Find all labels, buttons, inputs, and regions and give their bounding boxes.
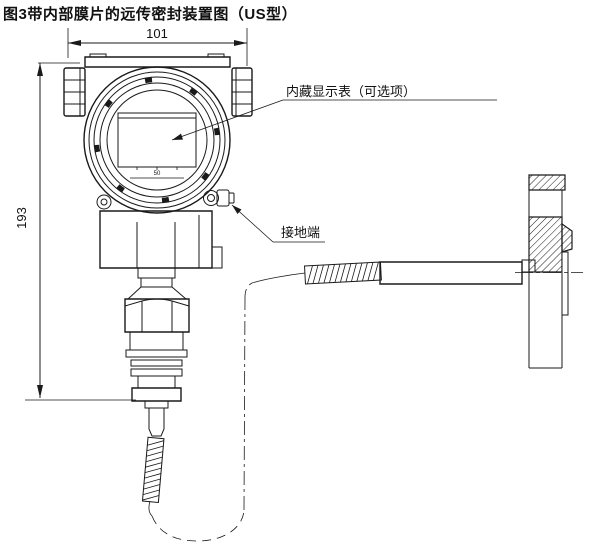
housing-lug bbox=[97, 195, 111, 209]
conduit-fitting-left bbox=[64, 68, 85, 116]
electronics-housing bbox=[100, 211, 222, 268]
width-dimension-text: 101 bbox=[146, 26, 168, 41]
height-dimension-text: 193 bbox=[14, 207, 29, 229]
dimension-width: 101 bbox=[68, 26, 247, 66]
transmitter-head: 50 bbox=[64, 54, 252, 213]
capillary-loop bbox=[149, 273, 305, 541]
process-connection bbox=[125, 268, 189, 436]
display-leader: 内藏显示表（可选项） bbox=[172, 84, 497, 140]
mount-plate bbox=[85, 54, 230, 67]
ground-leader: 接地端 bbox=[232, 205, 325, 242]
display-scale-text: 50 bbox=[154, 171, 161, 177]
ground-label: 接地端 bbox=[281, 225, 320, 240]
figure-title: 图3带内部膜片的远传密封装置图（US型） bbox=[3, 6, 298, 23]
capillary-armor-horizontal bbox=[305, 262, 382, 284]
conduit-fitting-right bbox=[232, 68, 252, 116]
dimension-height: 193 bbox=[14, 63, 136, 400]
bezel-rings bbox=[84, 67, 230, 213]
hex-nut bbox=[125, 287, 189, 332]
capillary-armor-vertical bbox=[142, 437, 164, 502]
capillary-tube bbox=[380, 260, 535, 284]
remote-seal-flange bbox=[515, 175, 583, 368]
display-label: 内藏显示表（可选项） bbox=[286, 84, 416, 99]
ground-terminal bbox=[204, 190, 235, 206]
display-window: 50 bbox=[118, 113, 196, 178]
